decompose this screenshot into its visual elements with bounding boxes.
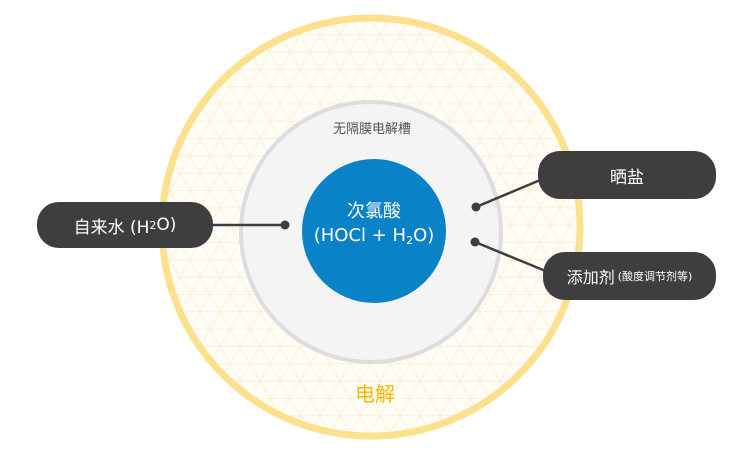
input-tap-water-prefix: 自来水 (H [73,217,150,238]
connector-right-bottom-dot [470,237,480,247]
input-additive-note: (酸度调节剂等) [617,270,693,283]
input-tap-water-suffix: O) [156,215,177,235]
connector-left-dot [280,220,290,230]
input-sea-salt-label: 晒盐 [610,167,644,188]
center-label-line2: (HOCl + H2O) [304,224,444,253]
input-sea-salt: 晒盐 [538,151,716,199]
connector-right-bottom [474,240,549,274]
input-additive: 添加剂 (酸度调节剂等) [543,252,716,300]
center-formula-suffix: O) [413,225,435,246]
center-formula-sub: 2 [406,234,414,247]
input-tap-water-sub: 2 [149,218,157,232]
connector-right-top-dot [471,202,481,212]
connector-right-top [475,176,546,209]
input-additive-label: 添加剂 [566,268,615,287]
center-formula-prefix: (HOCl + H [313,225,407,246]
outer-ring-label: 电解 [355,382,395,406]
inner-ring-label: 无隔膜电解槽 [332,122,411,137]
center-label-line1: 次氯酸 [347,201,401,222]
center-label: 次氯酸 (HOCl + H2O) [304,200,444,253]
center-circle [302,159,446,303]
